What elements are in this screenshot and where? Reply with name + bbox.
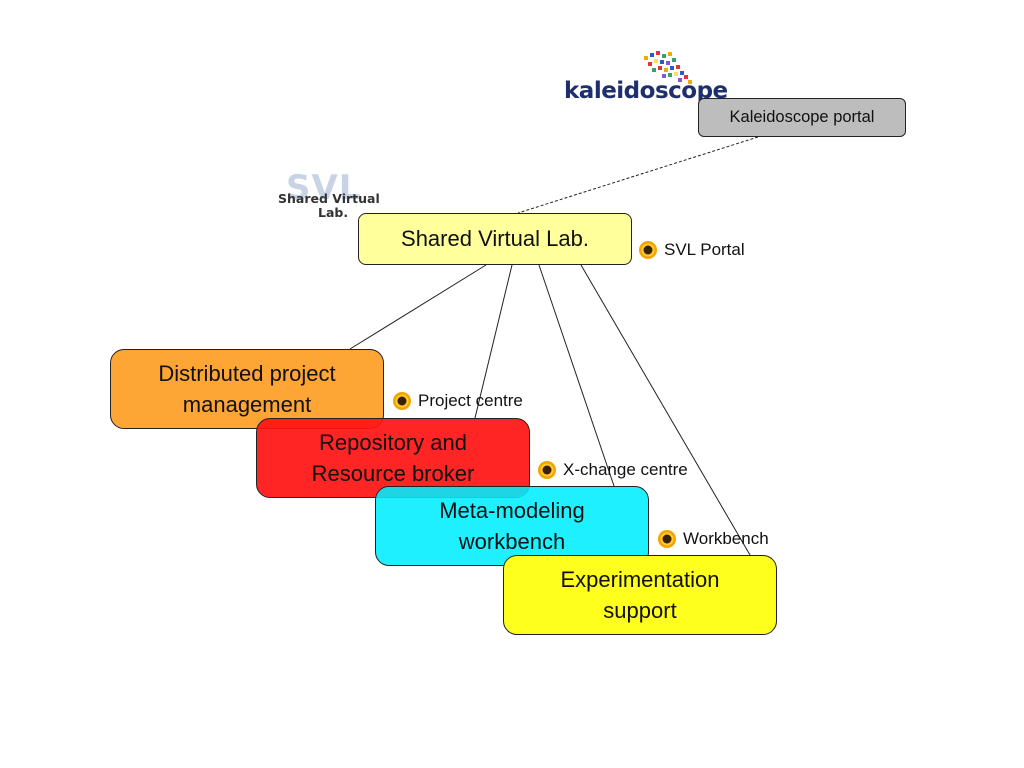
portal-connector: [517, 136, 759, 214]
repository-box-line2: Resource broker: [311, 461, 475, 486]
workbench-label: Workbench: [683, 529, 769, 548]
metamodeling-box-line2: workbench: [458, 529, 566, 554]
kaleidoscope-dots-icon: [644, 51, 692, 84]
xchange-centre-link[interactable]: X-change centre: [537, 460, 688, 480]
svl-logo-line2: Lab.: [318, 205, 349, 220]
svl-portal-link[interactable]: SVL Portal: [638, 240, 745, 260]
svl-logo-line1: Shared Virtual: [278, 191, 380, 206]
sunflower-icon: [658, 530, 676, 548]
repository-box-line1: Repository and: [319, 430, 467, 455]
distributed-box-line1: Distributed project: [158, 361, 336, 386]
sunflower-icon: [393, 392, 411, 410]
connector-metamodeling: [538, 264, 615, 487]
shared-virtual-lab-box[interactable]: Shared Virtual Lab.: [358, 213, 632, 265]
experimentation-box-line1: Experimentation: [560, 567, 720, 592]
connector-distributed: [349, 264, 487, 350]
distributed-box-line2: management: [182, 392, 312, 417]
experimentation-support-box[interactable]: Experimentation support: [503, 555, 777, 635]
metamodeling-box-line1: Meta-modeling: [439, 498, 585, 523]
sunflower-icon: [639, 241, 657, 259]
sunflower-icon: [538, 461, 556, 479]
svl-logo: SVL Shared Virtual Lab.: [272, 168, 402, 225]
workbench-link[interactable]: Workbench: [657, 529, 769, 549]
project-centre-label: Project centre: [418, 391, 523, 410]
distributed-project-management-box[interactable]: Distributed project management: [110, 349, 384, 429]
svl-logo-watermark: SVL: [286, 168, 362, 208]
xchange-centre-label: X-change centre: [563, 460, 688, 479]
meta-modeling-workbench-box[interactable]: Meta-modeling workbench: [375, 486, 649, 566]
svl-portal-label: SVL Portal: [664, 240, 745, 259]
kaleidoscope-portal-box[interactable]: Kaleidoscope portal: [698, 98, 906, 137]
kaleidoscope-portal-label: Kaleidoscope portal: [729, 108, 875, 126]
project-centre-link[interactable]: Project centre: [392, 391, 523, 411]
experimentation-box-line2: support: [603, 598, 677, 623]
repository-resource-broker-box[interactable]: Repository and Resource broker: [256, 418, 530, 498]
shared-virtual-lab-label: Shared Virtual Lab.: [401, 226, 589, 251]
kaleidoscope-logo: kaleidoscope: [560, 48, 728, 108]
